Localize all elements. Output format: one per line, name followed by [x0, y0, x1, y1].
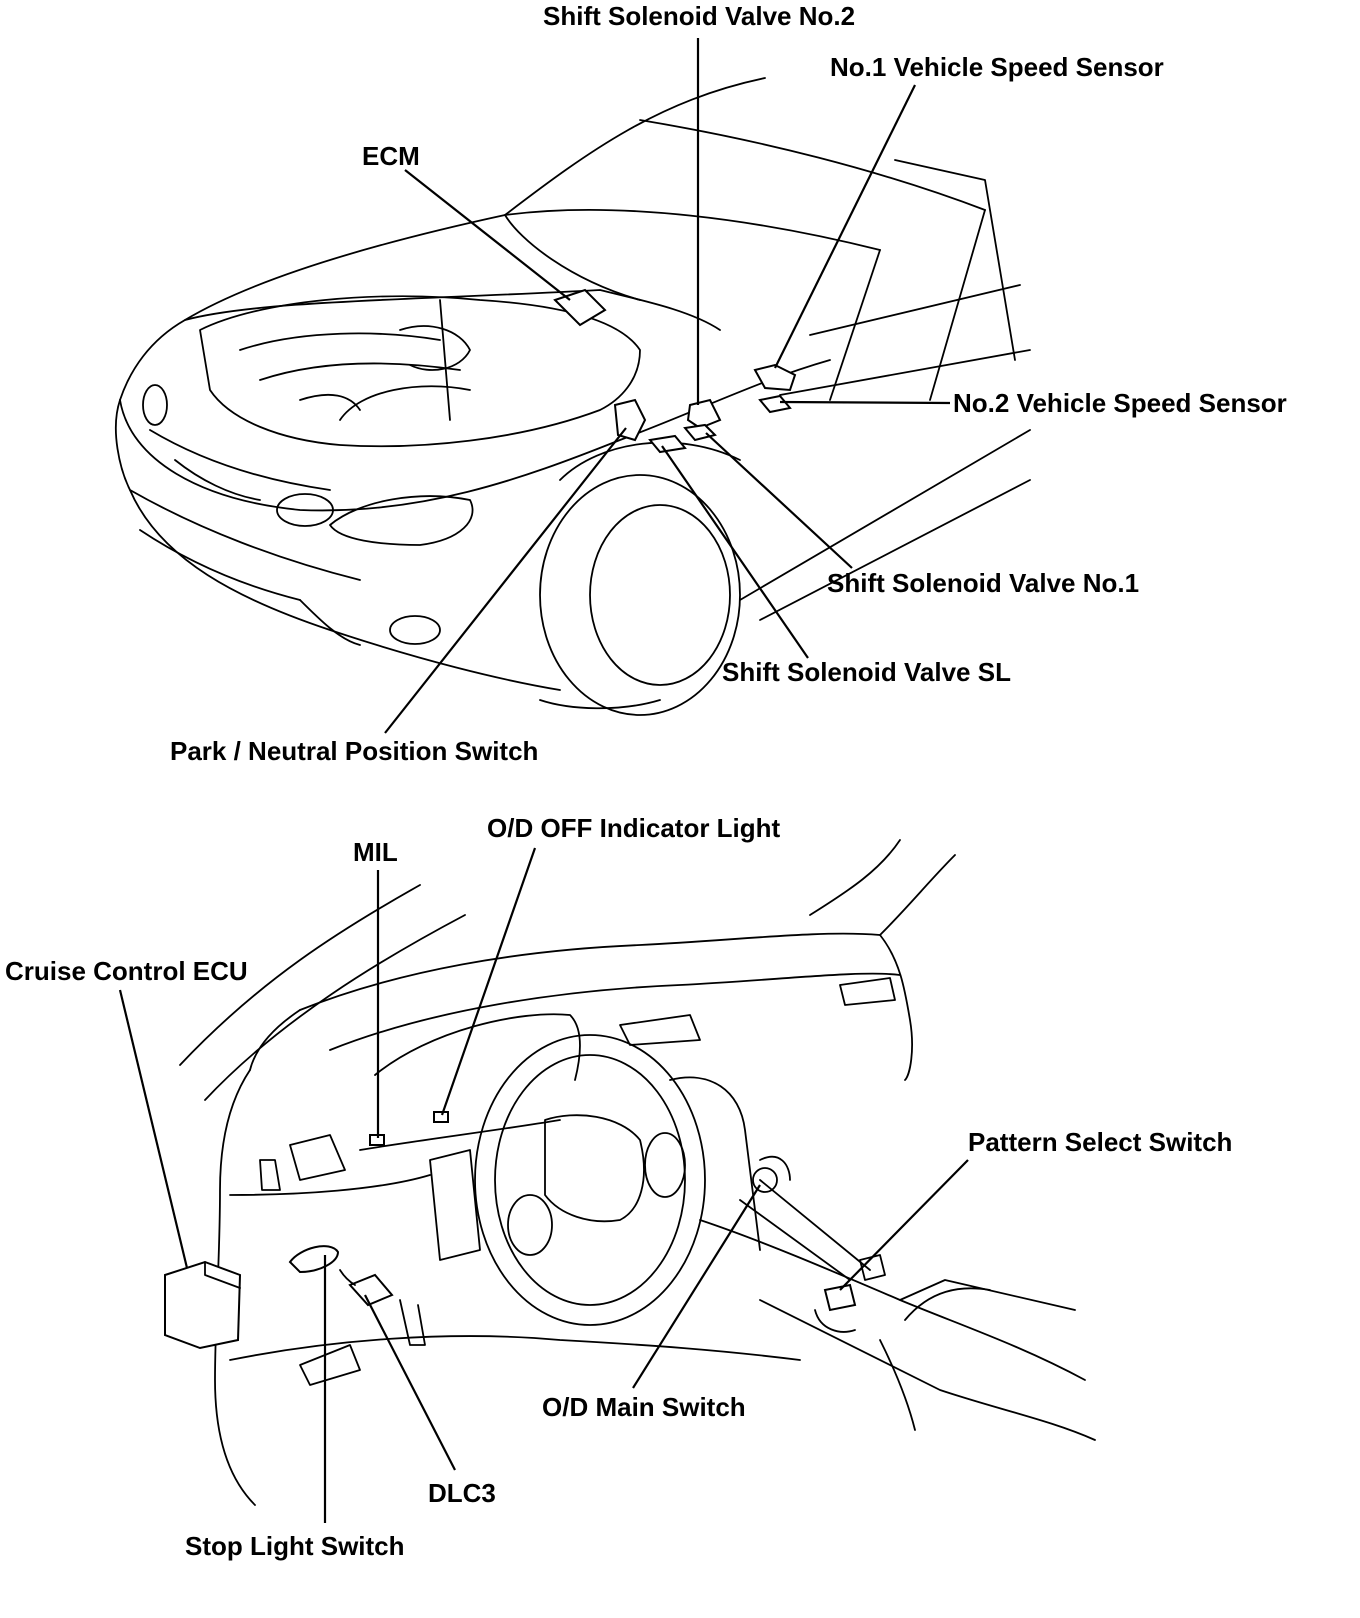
- leader-od-off-indicator-light: [440, 847, 537, 1116]
- label-od-off-indicator-light: O/D OFF Indicator Light: [487, 813, 781, 843]
- dashboard-illustration: [164, 839, 1096, 1506]
- label-no1-vehicle-speed-sensor: No.1 Vehicle Speed Sensor: [830, 52, 1164, 82]
- leader-od-main-switch: [632, 1184, 761, 1389]
- label-shift-solenoid-valve-no1: Shift Solenoid Valve No.1: [827, 568, 1139, 598]
- leader-shift-solenoid-valve-no1: [705, 432, 853, 569]
- label-shift-solenoid-valve-no2: Shift Solenoid Valve No.2: [543, 1, 855, 31]
- label-stop-light-switch: Stop Light Switch: [185, 1531, 405, 1561]
- leader-no1-vehicle-speed-sensor: [774, 84, 916, 369]
- label-park-neutral-position-switch: Park / Neutral Position Switch: [170, 736, 538, 766]
- label-pattern-select-switch: Pattern Select Switch: [968, 1127, 1232, 1157]
- leader-shift-solenoid-valve-sl: [661, 445, 809, 659]
- label-no2-vehicle-speed-sensor: No.2 Vehicle Speed Sensor: [953, 388, 1287, 418]
- leader-pattern-select-switch: [839, 1159, 969, 1291]
- bottom-leader-lines: [118, 847, 969, 1523]
- top-leader-lines: [384, 38, 951, 734]
- leader-park-neutral-position-switch: [384, 427, 627, 734]
- label-dlc3: DLC3: [428, 1478, 496, 1508]
- leader-ecm: [404, 169, 571, 301]
- vehicle-illustration: [114, 77, 1031, 716]
- label-ecm: ECM: [362, 141, 420, 171]
- leader-dlc3: [364, 1294, 456, 1471]
- label-mil: MIL: [353, 837, 398, 867]
- label-od-main-switch: O/D Main Switch: [542, 1392, 746, 1422]
- label-cruise-control-ecu: Cruise Control ECU: [5, 956, 248, 986]
- leader-no2-vehicle-speed-sensor: [779, 400, 951, 405]
- leader-cruise-control-ecu: [118, 989, 189, 1269]
- label-shift-solenoid-valve-sl: Shift Solenoid Valve SL: [722, 657, 1011, 687]
